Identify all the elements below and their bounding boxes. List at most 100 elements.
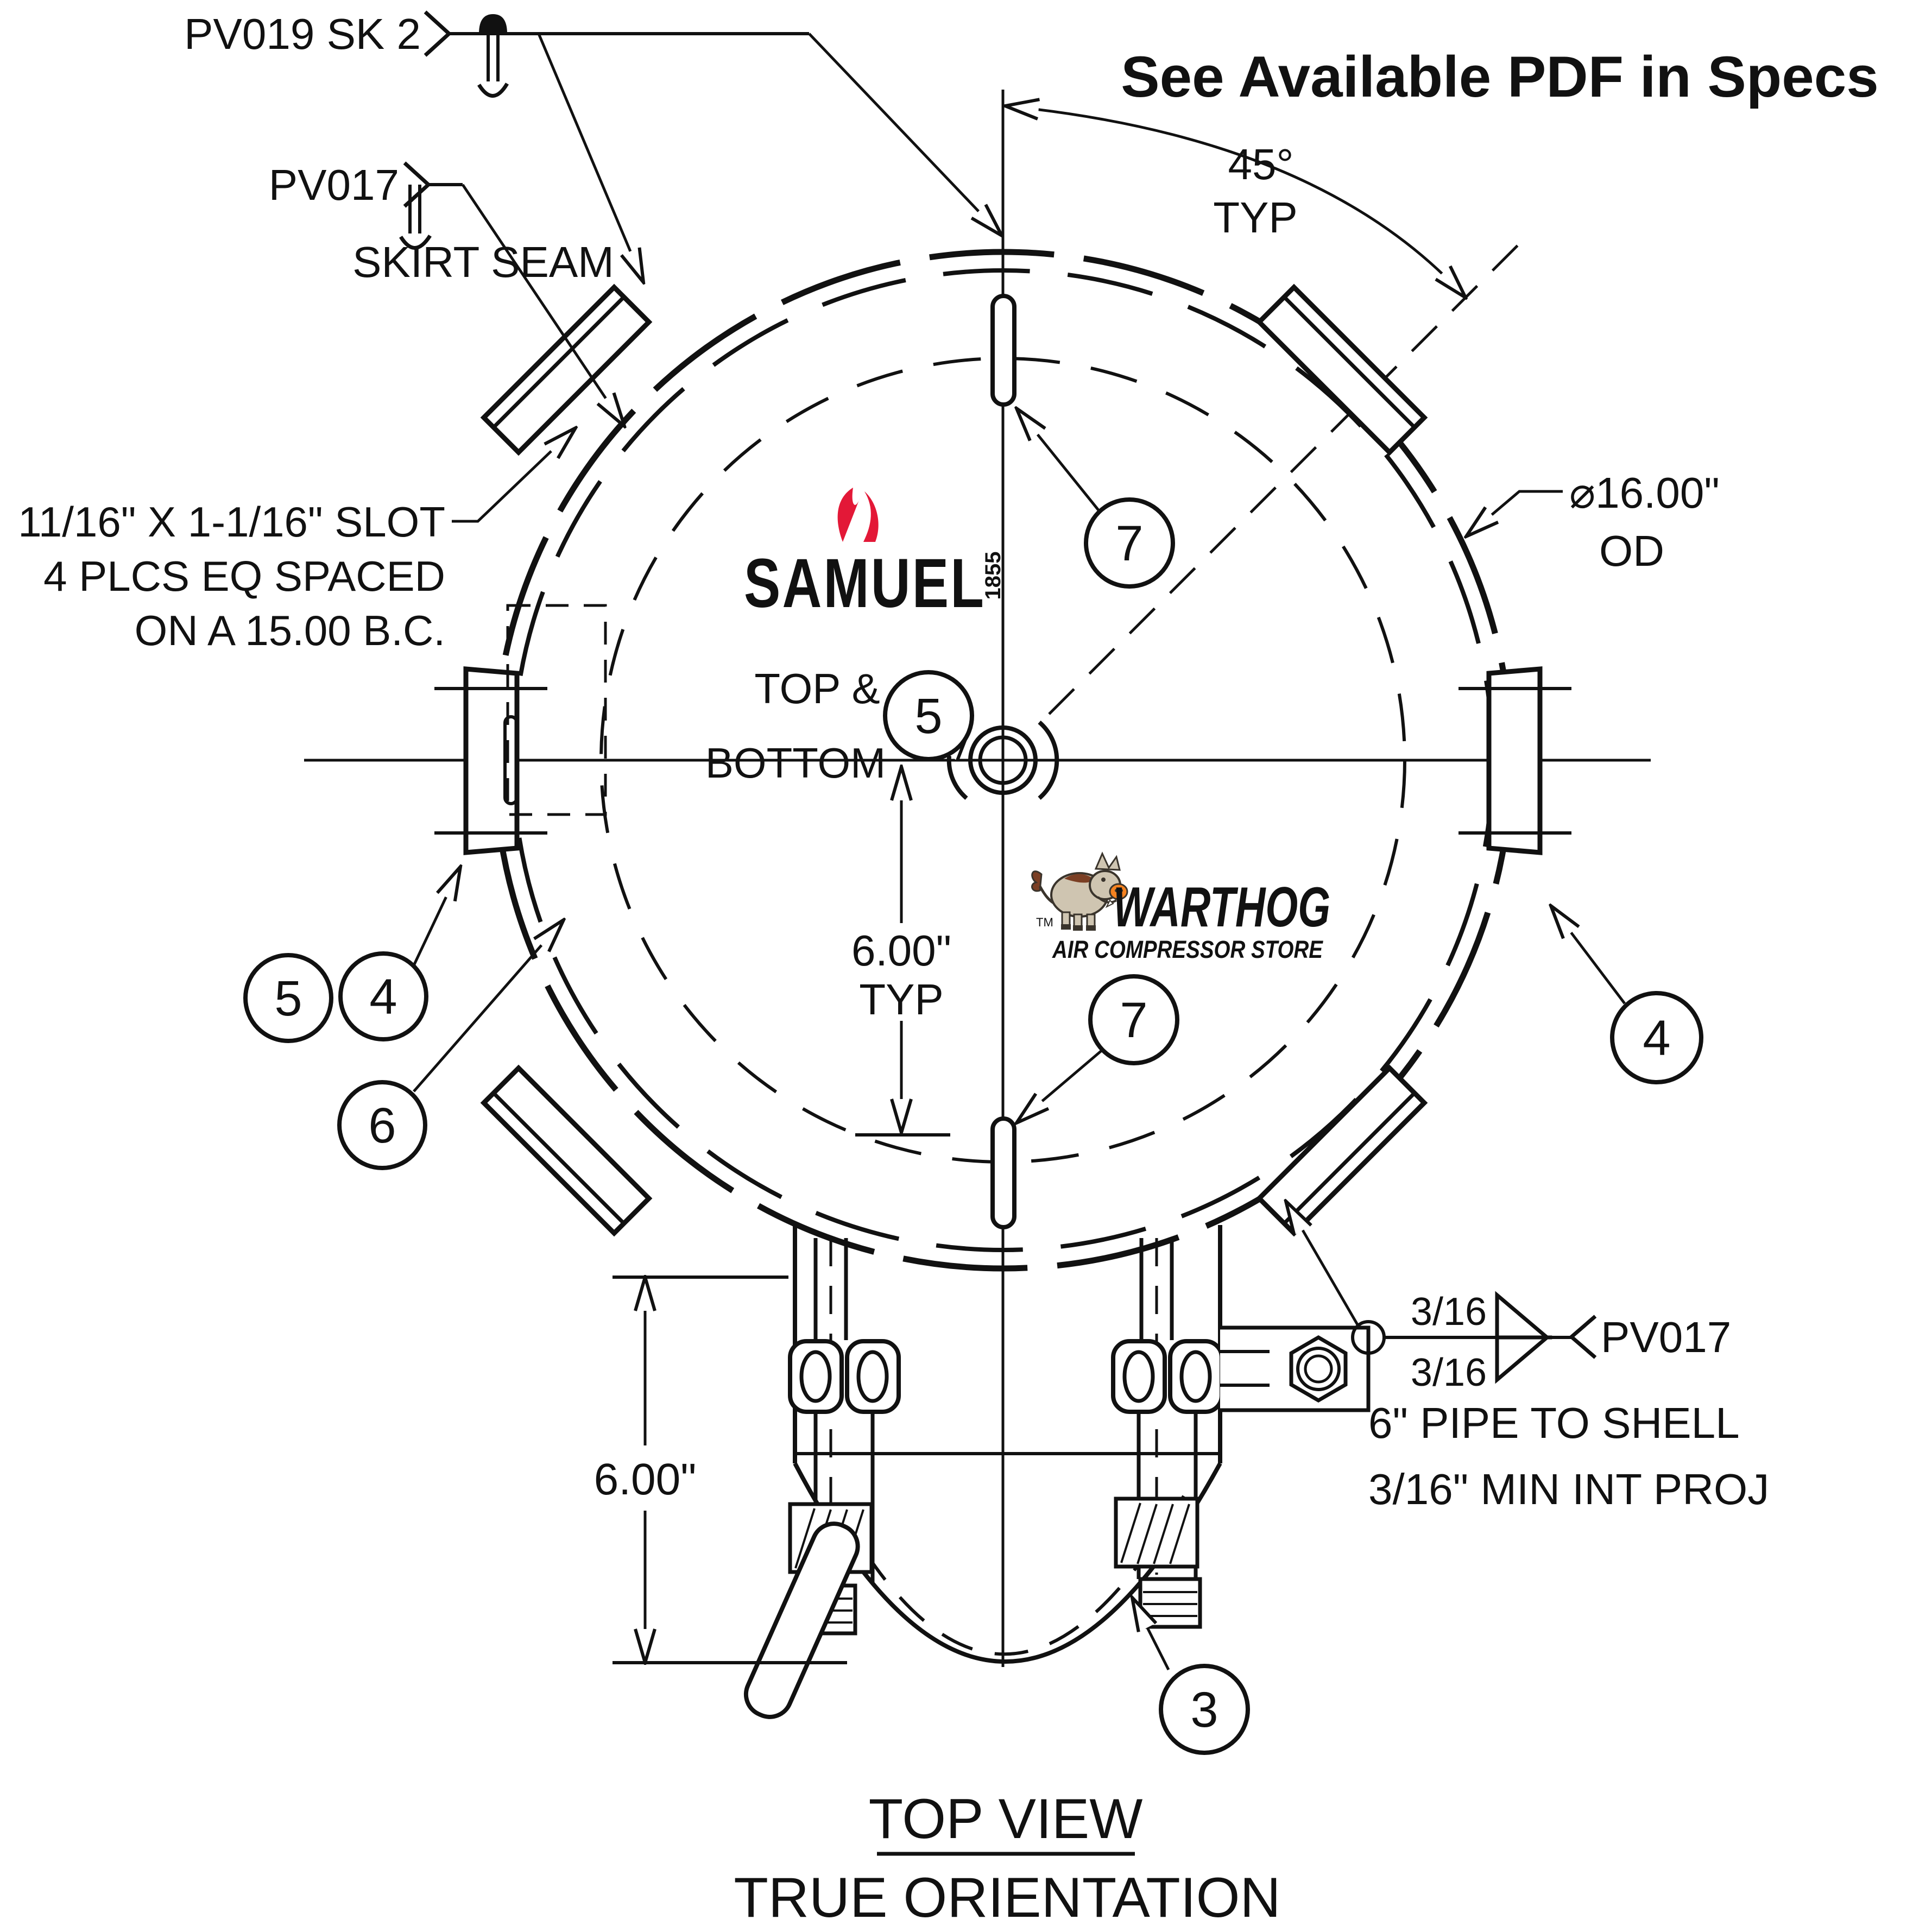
weld-arc-icon bbox=[477, 83, 509, 98]
leader-balloon7-bottom bbox=[1016, 1048, 1104, 1123]
flag-chevron-pv019-icon bbox=[424, 10, 452, 57]
lug-bottom-right bbox=[1255, 1064, 1428, 1237]
leader-weld-callout bbox=[1286, 1201, 1360, 1328]
bolt-slots bbox=[990, 294, 1016, 1229]
annotations: PV019 SK 2 See Available PDF in Specs PV… bbox=[18, 10, 1878, 1929]
weld-symbols bbox=[399, 14, 1571, 1384]
angle-dim-value: 45° bbox=[1228, 140, 1294, 188]
u-bolt-bore bbox=[1122, 1350, 1155, 1403]
lug-top-left-inner bbox=[492, 295, 626, 429]
skirt-dim-value: 6.00" bbox=[594, 1455, 697, 1504]
coupling-arc-right bbox=[1038, 720, 1059, 800]
u-bolt-bore bbox=[856, 1350, 889, 1403]
balloon-6: 6 bbox=[337, 1080, 427, 1170]
lug-bottom-left bbox=[480, 1064, 653, 1237]
leader-skirt-seam bbox=[461, 184, 624, 426]
lug-bottom-left-inner bbox=[492, 1091, 626, 1225]
slot-bottom bbox=[990, 1116, 1016, 1229]
balloon-5-left: 5 bbox=[243, 953, 333, 1043]
leader-lines bbox=[412, 33, 1626, 1671]
leader-balloon7-top bbox=[1016, 408, 1101, 513]
dim-text-mask bbox=[831, 923, 972, 1021]
skirt-bottom-arc-hidden bbox=[835, 1495, 1185, 1656]
warthog-mascot-icon bbox=[1031, 851, 1128, 931]
lug-top-left bbox=[480, 283, 653, 456]
warthog-wordmark: WARTHOG bbox=[1113, 876, 1330, 939]
angle-dim-typ: TYP bbox=[1213, 193, 1298, 242]
balloon-7-top-label: 7 bbox=[1115, 516, 1143, 571]
lug-top-right-inner bbox=[1283, 295, 1416, 429]
angle-dimension-arc bbox=[1005, 106, 1466, 298]
samuel-wordmark: SAMUEL bbox=[744, 545, 986, 622]
balloon-3: 3 bbox=[1159, 1664, 1250, 1755]
balloon-4-left-label: 4 bbox=[369, 969, 397, 1025]
weld-arc-icon bbox=[399, 235, 432, 250]
fillet-triangle-top-icon bbox=[1495, 1291, 1552, 1340]
leader-balloon3 bbox=[1132, 1598, 1170, 1671]
samuel-year: 1855 bbox=[981, 552, 1005, 600]
hex-nut-circle bbox=[1296, 1347, 1341, 1391]
view-subtitle: TRUE ORIENTATION bbox=[734, 1866, 1280, 1929]
balloon-7-top: 7 bbox=[1084, 497, 1175, 589]
leader-od bbox=[1466, 490, 1563, 536]
leader-balloon4-right bbox=[1551, 906, 1626, 1005]
lug-left-slot bbox=[503, 715, 519, 805]
u-bolt-saddles bbox=[788, 1339, 1224, 1414]
balloon-4-left: 4 bbox=[338, 951, 428, 1041]
leader-pv019-to-lug bbox=[537, 33, 643, 282]
balloon-5-center-label: 5 bbox=[914, 689, 942, 744]
top-bottom-note-line1: TOP & bbox=[754, 665, 880, 712]
slot-note-line2: 4 PLCS EQ SPACED bbox=[43, 552, 445, 600]
center-dim-value: 6.00" bbox=[851, 926, 951, 975]
od-dim-value: ⌀16.00" bbox=[1569, 469, 1720, 517]
reference-flags bbox=[403, 10, 1597, 1359]
skirt-assembly bbox=[743, 1225, 1371, 1719]
drain-pipe-stub bbox=[743, 1521, 860, 1719]
u-bolt-bore bbox=[1179, 1350, 1212, 1403]
view-title: TOP VIEW bbox=[869, 1788, 1143, 1851]
leader-balloon6 bbox=[413, 920, 564, 1093]
samuel-logo: SAMUEL 1855 bbox=[744, 488, 1005, 622]
balloon-3-label: 3 bbox=[1190, 1682, 1218, 1738]
pv017-left-label: PV017 bbox=[269, 161, 399, 209]
warthog-tagline: AIR COMPRESSOR STORE bbox=[1052, 936, 1324, 963]
coupling-circle-inner bbox=[978, 735, 1028, 785]
slot-note-line1: 11/16" X 1-1/16" SLOT bbox=[18, 498, 445, 546]
balloon-7-bottom: 7 bbox=[1088, 974, 1179, 1065]
weld-size-top: 3/16 bbox=[1411, 1290, 1487, 1334]
support-lugs bbox=[434, 283, 1571, 1237]
balloons: 7 5 7 5 4 6 4 3 bbox=[243, 497, 1703, 1755]
pipe-note-line1: 6" PIPE TO SHELL bbox=[1368, 1399, 1740, 1447]
leader-balloon4-left bbox=[412, 867, 460, 967]
skirt-seam-label: SKIRT SEAM bbox=[352, 238, 614, 286]
warthog-logo: TM WARTHOG AIR COMPRESSOR STORE bbox=[1031, 851, 1330, 963]
leader-pv019-to-shell bbox=[808, 33, 1002, 236]
balloon-5-center: 5 bbox=[883, 670, 974, 761]
dim-text-mask bbox=[570, 1445, 720, 1511]
spec-note: See Available PDF in Specs bbox=[1121, 44, 1879, 109]
hex-nut-bore bbox=[1304, 1354, 1333, 1384]
weld-size-bottom: 3/16 bbox=[1411, 1351, 1487, 1394]
skirt-hidden-circle bbox=[599, 357, 1406, 1164]
pv019-label: PV019 SK 2 bbox=[184, 10, 421, 58]
balloon-6-label: 6 bbox=[368, 1098, 396, 1153]
samuel-flame-icon bbox=[863, 491, 879, 542]
fillet-triangle-bottom-icon bbox=[1495, 1335, 1552, 1384]
balloon-4-right-label: 4 bbox=[1643, 1011, 1670, 1066]
lug-right bbox=[1486, 666, 1543, 855]
slot-top bbox=[990, 294, 1016, 407]
pv017-right-label: PV017 bbox=[1601, 1313, 1731, 1361]
flag-chevron-pv017-right-icon bbox=[1568, 1315, 1597, 1359]
fillet-weld-symbol bbox=[1351, 1291, 1571, 1384]
samuel-flame-icon bbox=[837, 488, 860, 542]
lug-left bbox=[463, 666, 520, 855]
u-bolt-bore bbox=[799, 1350, 832, 1403]
warthog-tm: TM bbox=[1036, 916, 1053, 929]
center-dim-typ: TYP bbox=[859, 975, 944, 1024]
weld-dome-icon bbox=[478, 14, 508, 35]
od-dim-label: OD bbox=[1599, 527, 1664, 575]
balloon-7-bottom-label: 7 bbox=[1120, 993, 1147, 1048]
pipe-note-line2: 3/16" MIN INT PROJ bbox=[1368, 1465, 1769, 1513]
balloon-5-left-label: 5 bbox=[274, 971, 302, 1026]
